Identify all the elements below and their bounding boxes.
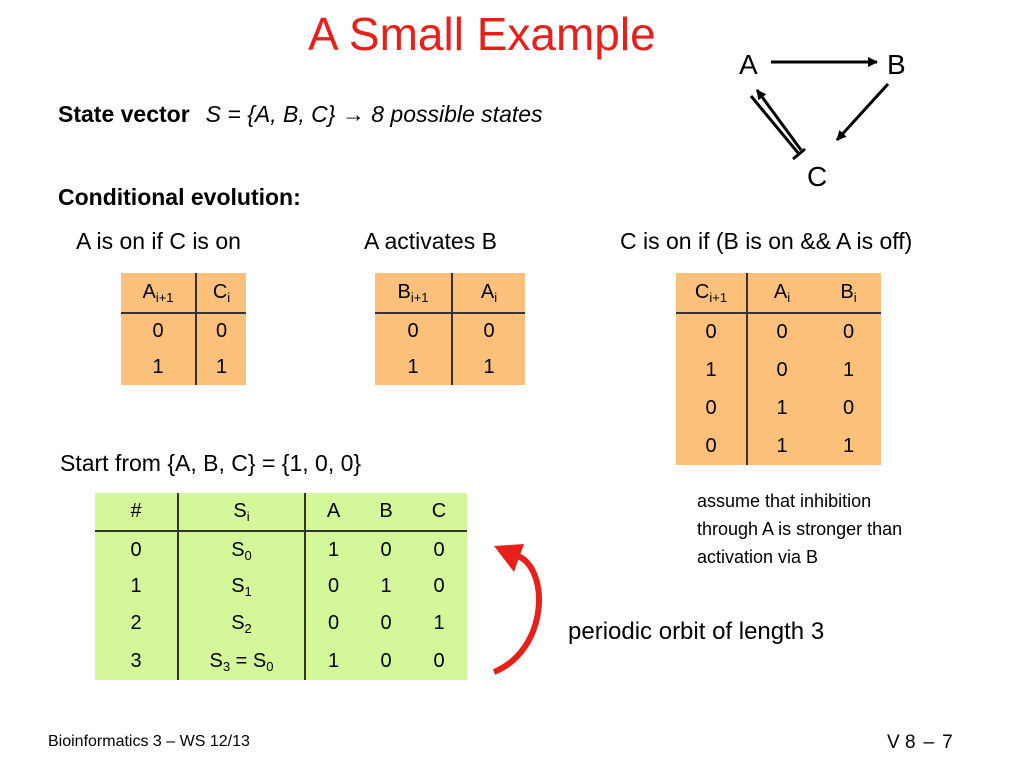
table-cell: 1 [433,612,445,634]
table-cell: S2 [177,605,305,642]
graph-node-b: B [887,49,906,80]
table-cell: 1 [304,642,361,680]
footer-lecture: V 8 [887,732,916,753]
table-header: B [361,493,411,532]
edge-b-activates-c [835,82,890,142]
table-header: Si [177,493,305,532]
table-header: Ci [195,273,246,314]
table-header: # [95,493,178,532]
table-cell: S0 [177,531,305,568]
table-cell: 0 [451,313,525,349]
assumption-note: assume that inhibition through A is stro… [697,491,903,567]
table-cell: 0 [433,538,445,561]
table-row: 1 1 [121,349,246,385]
table-cell: 2 [130,612,142,634]
table-cell: 1 [195,349,246,385]
state-sequence-table: # Si A B C 0 S0 1 0 0 1 S1 0 1 0 2 S2 0 … [95,493,467,680]
rule-c-heading: C is on if (B is on && A is off) [620,228,913,254]
table-cell: 0 [705,434,717,457]
table-header: A [304,493,361,532]
table-cell: 1 [407,355,419,378]
footer-page-info: V 8–7 [887,732,953,754]
footer-course: Bioinformatics 3 – WS 12/13 [48,733,250,750]
table-cell: 0 [130,538,142,561]
table-cell: 1 [380,575,392,597]
table-cell: 1 [152,355,164,378]
table-cell: 0 [746,351,816,389]
graph-node-a: A [739,49,758,80]
table-row: 1 0 1 [676,351,881,389]
slide-title: A Small Example [308,8,656,60]
table-cell: 0 [380,612,392,634]
table-cell: 1 [746,389,816,427]
table-cell: 1 [705,358,717,381]
table-cell: 0 [304,568,361,605]
page-number: 7 [942,732,953,753]
table-row: 0 0 [375,313,525,349]
table-cell: 1 [304,531,361,568]
table-header: Bi [816,273,881,314]
table-cell: 0 [842,396,855,419]
state-vector-expression: S = {A, B, C} → 8 possible states [205,101,543,127]
table-cell: 1 [842,358,855,381]
rule-a-heading: A is on if C is on [76,228,241,254]
table-cell: 0 [304,605,361,642]
table-cell: 0 [433,575,445,597]
conditional-evolution-heading: Conditional evolution: [58,184,301,210]
cycle-arrow-icon [492,544,542,675]
table-row: 0 1 0 [676,389,881,427]
table-row: 1 1 [375,349,525,385]
table-header: Ai [746,273,816,314]
table-cell: 3 [130,649,142,672]
edge-c-activates-a [755,89,803,151]
state-vector-line: State vector S = {A, B, C} → 8 possible s… [58,99,543,129]
edge-a-inhibits-c [749,95,801,155]
table-row: 0 0 [121,313,246,349]
table-cell: 0 [380,538,392,561]
table-row: 2 S2 0 0 1 [95,605,467,642]
periodic-orbit-text: periodic orbit of length 3 [568,618,825,645]
table-row: 0 S0 1 0 0 [95,531,467,568]
table-header: Ai [451,273,525,314]
table-cell: 0 [407,320,419,342]
table-cell: 0 [842,321,855,343]
table-cell: S3 = S0 [177,642,305,680]
table-cell: S1 [177,568,305,605]
table-cell: 0 [380,649,392,672]
table-row: 0 1 1 [676,427,881,465]
table-row: 3 S3 = S0 1 0 0 [95,642,467,680]
table-cell: 1 [451,349,525,385]
table-cell: 0 [195,313,246,349]
table-cell: 0 [746,313,816,351]
table-header: Ci+1 [676,273,747,314]
table-header: Ai+1 [121,273,196,314]
table-cell: 0 [152,320,164,342]
table-row: 0 0 0 [676,313,881,351]
table-cell: 1 [130,575,142,597]
footer-separator: – [923,732,935,753]
table-cell: 1 [842,434,855,457]
table-row: 1 S1 0 1 0 [95,568,467,605]
rule-b-heading: A activates B [364,228,497,254]
table-header: C [411,493,467,532]
truth-table-b: Bi+1 Ai 0 0 1 1 [375,273,525,385]
table-cell: 0 [433,649,445,672]
truth-table-a: Ai+1 Ci 0 0 1 1 [121,273,246,385]
inhibition-bar [792,147,806,161]
table-cell: 1 [746,427,816,465]
truth-table-c: Ci+1 Ai Bi 0 0 0 1 0 1 0 1 0 0 1 1 [676,273,881,465]
start-state-text: Start from {A, B, C} = {1, 0, 0} [60,450,362,476]
graph-node-c: C [807,161,827,192]
table-cell: 0 [705,396,717,419]
interaction-graph: A B C [739,49,906,192]
table-header: Bi+1 [375,273,452,314]
state-vector-label: State vector [58,101,190,127]
table-cell: 0 [705,321,717,343]
